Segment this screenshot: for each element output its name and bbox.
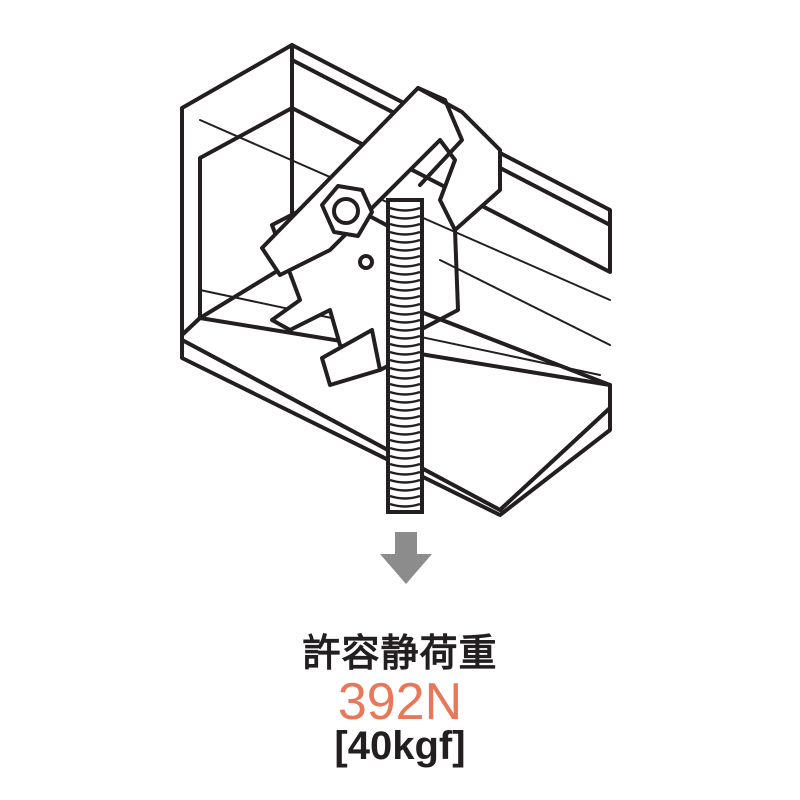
clamp-lower-tab	[320, 328, 382, 387]
clamp-top-strap-edge	[416, 86, 464, 187]
channel-front-wall	[180, 43, 294, 337]
clamp-bolt-hole	[358, 254, 374, 270]
beam-clamp-illustration	[180, 43, 612, 517]
hex-nut	[320, 184, 374, 238]
allowable-static-load-value: 392N	[337, 673, 463, 731]
allowable-static-load-kgf: [40kgf]	[334, 724, 466, 768]
channel-bottom-face	[180, 338, 612, 517]
down-arrow-icon	[380, 532, 432, 584]
threaded-rod	[386, 198, 424, 514]
allowable-static-load-label: 許容静荷重	[302, 631, 498, 675]
clamp-top-strap	[260, 86, 502, 277]
